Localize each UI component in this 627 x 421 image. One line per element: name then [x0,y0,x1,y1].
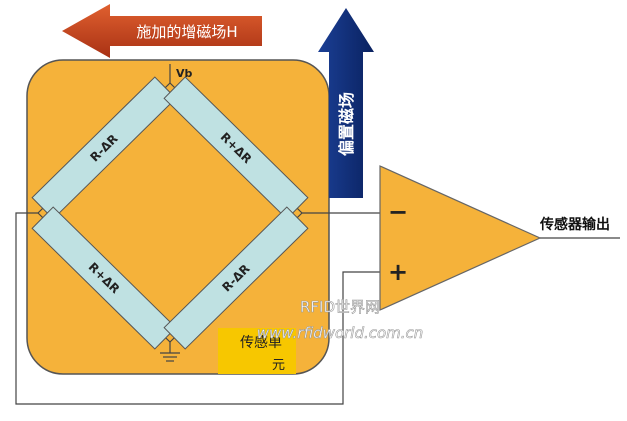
ground-icon [160,352,180,362]
amplifier-plus-label: + [388,258,408,286]
applied-field-label: 施加的增磁场H [136,23,237,41]
sensing-unit-label-box: 传感单 元 [218,328,296,374]
supply-label: Vb [176,67,193,80]
watermark-line1: RFID世界网 [300,298,380,316]
bias-field-label: 偏置磁场 [337,92,356,156]
amplifier-minus-label: − [388,198,408,226]
applied-field-arrow: 施加的增磁场H [62,4,262,58]
amplifier-triangle: − + [379,165,542,311]
bias-field-arrow: 偏置磁场 [318,8,374,198]
amplifier-input-wires [15,212,382,405]
watermark-line2: www.rfidworld.com.cn [257,324,424,342]
sensing-unit-label-line2: 元 [272,358,285,373]
sensing-unit-label-line1: 传感单 [240,334,282,351]
output-label: 传感器输出 [539,216,610,233]
watermark: RFID世界网 www.rfidworld.com.cn [256,298,424,343]
